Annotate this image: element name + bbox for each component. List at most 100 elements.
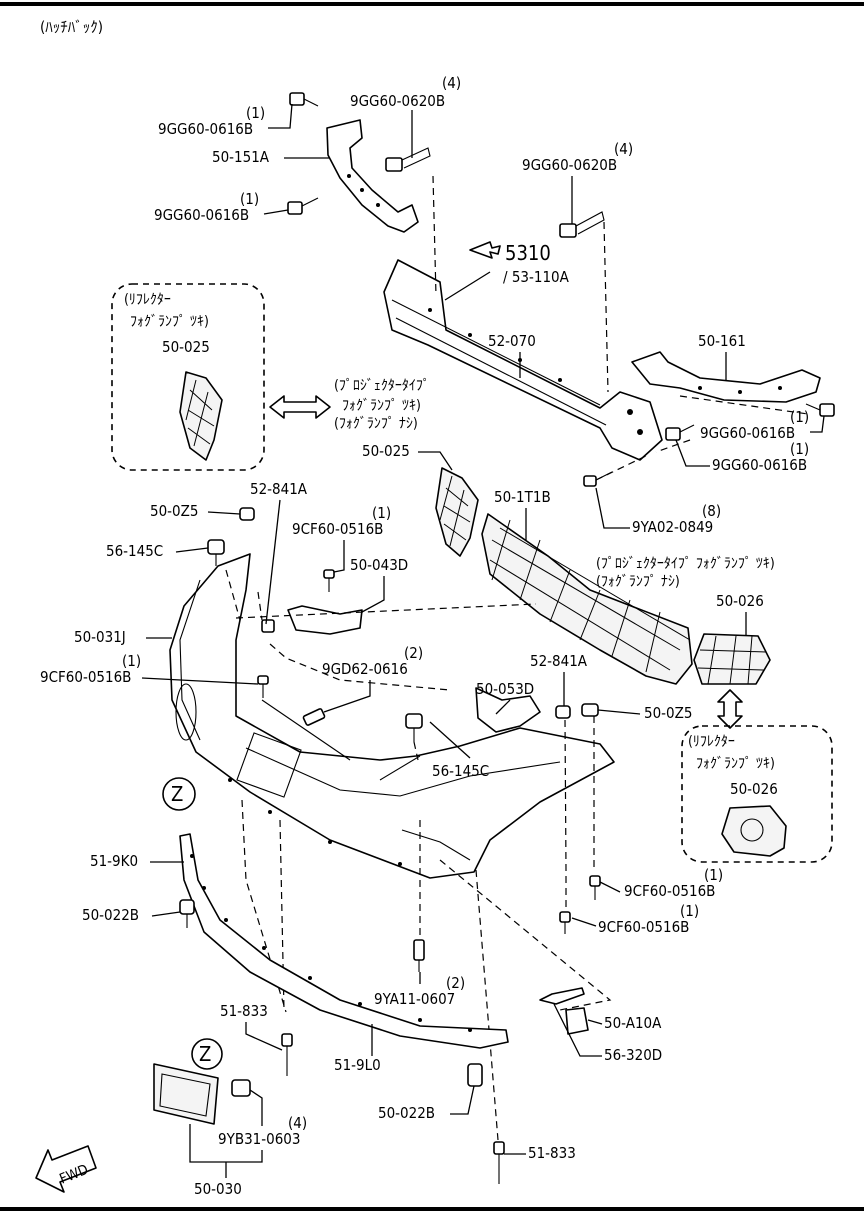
reflector-box-right <box>681 725 833 863</box>
fog-cover-projector-left <box>435 467 479 557</box>
callout-cover-right: 50-026 <box>716 592 764 610</box>
callout-qty: (1) <box>372 504 391 522</box>
callout-part: 9CF60-0516B <box>40 668 131 686</box>
callout-bracket-053d: 50-053D <box>476 680 534 698</box>
callout-clip-022b-left: 50-022B <box>82 906 139 924</box>
callout-part: 9GG60-0616B <box>154 206 249 224</box>
license-plate-holder <box>153 1063 219 1125</box>
clip-icon <box>179 899 195 928</box>
callout-strip-9k0: 51-9K0 <box>90 852 138 870</box>
callout-part: 9GG60-0620B <box>350 92 445 110</box>
clip-icon <box>467 1063 483 1087</box>
clip-icon <box>207 539 225 566</box>
bolt-icon <box>289 92 319 107</box>
callout-qty: (2) <box>446 974 465 992</box>
callout-clip-145c-top: 56-145C <box>106 542 163 560</box>
callout-part: 9CF60-0516B <box>292 520 383 538</box>
callout-qty: (4) <box>614 140 633 158</box>
screw-icon <box>257 675 269 698</box>
callout-qty: (1) <box>790 408 809 426</box>
callout-bumper: 50-031J <box>74 628 126 646</box>
screw-icon <box>413 939 425 972</box>
callout-part: 9YA02-0849 <box>632 518 713 536</box>
callout-cover-left: 50-025 <box>362 442 410 460</box>
bolt-icon <box>559 211 605 238</box>
callout-bracket-043d: 50-043D <box>350 556 408 574</box>
fog-lamp-reflector-right <box>721 805 787 857</box>
callout-qty: (1) <box>240 190 259 208</box>
screw-icon <box>589 875 601 900</box>
callout-clip-841a-mid: 52-841A <box>530 652 588 670</box>
callout-qty: (1) <box>122 652 141 670</box>
callout-nut-a10a: 50-A10A <box>604 1014 662 1032</box>
cable-icon <box>539 987 585 1005</box>
clip-icon <box>261 619 275 633</box>
nut-icon <box>565 1007 589 1035</box>
bolt-icon <box>665 424 695 441</box>
variant-projector-2: ﾌｫｸﾞﾗﾝﾌﾟ ﾂｷ) <box>342 398 421 414</box>
callout-qty: (4) <box>288 1114 307 1132</box>
bracket-043d <box>287 605 363 635</box>
clip-icon <box>581 703 599 717</box>
clip-icon <box>405 713 423 742</box>
double-arrow-icon <box>269 395 331 419</box>
callout-part: 9YB31-0603 <box>218 1130 300 1148</box>
callout-part: 9GG60-0616B <box>712 456 807 474</box>
callout-bracket-left: 50-151A <box>212 148 270 166</box>
callout-qty: (1) <box>680 902 699 920</box>
callout-part: 9GG60-0620B <box>522 156 617 174</box>
variant-projector-right-2: (ﾌｫｸﾞﾗﾝﾌﾟ ﾅｼ) <box>596 574 680 590</box>
callout-qty: (1) <box>246 104 265 122</box>
screw-icon <box>323 569 335 592</box>
bolt-icon <box>385 147 431 172</box>
callout-part: 9CF60-0516B <box>624 882 715 900</box>
callout-reinforcement: 52-070 <box>488 332 536 350</box>
callout-qty: (4) <box>442 74 461 92</box>
callout-qty: (8) <box>702 502 721 520</box>
fwd-arrow-icon <box>35 1145 97 1193</box>
z-marker-label: Z <box>199 1042 211 1066</box>
callout-clip-022b-bottom: 50-022B <box>378 1104 435 1122</box>
callout-bracket-right: 50-161 <box>698 332 746 350</box>
bumper-reinforcement <box>383 259 663 461</box>
bolt-icon <box>302 708 326 726</box>
variant-reflector-right-1: (ﾘﾌﾚｸﾀｰ <box>688 734 735 750</box>
callout-clip-0z5-mid: 50-0Z5 <box>644 704 692 722</box>
bracket-right <box>631 351 821 403</box>
variant-reflector-left-1: (ﾘﾌﾚｸﾀｰ <box>124 292 171 308</box>
screw-bag-icon <box>231 1079 251 1097</box>
callout-clip-0z5-top: 50-0Z5 <box>150 502 198 520</box>
box-left-part: 50-025 <box>162 338 210 356</box>
callout-clip-841a-top: 52-841A <box>250 480 308 498</box>
callout-part: 9YA11-0607 <box>374 990 455 1008</box>
box-right-part: 50-026 <box>730 780 778 798</box>
ref-sub: / 53-110A <box>503 268 570 286</box>
bolt-icon <box>287 197 319 215</box>
callout-plate-holder: 50-030 <box>194 1180 242 1198</box>
page-title: (ﾊｯﾁﾊﾞｯｸ) <box>40 18 103 36</box>
pin-icon <box>281 1033 293 1076</box>
callout-pin-833-bottom: 51-833 <box>528 1144 576 1162</box>
bolt-icon <box>805 403 835 417</box>
clip-icon <box>555 705 571 719</box>
variant-reflector-right-2: ﾌｫｸﾞﾗﾝﾌﾟ ﾂｷ) <box>696 756 775 772</box>
callout-pin-833-left: 51-833 <box>220 1002 268 1020</box>
reflector-box-left <box>111 283 265 471</box>
callout-clip-145c-mid: 56-145C <box>432 762 489 780</box>
variant-projector-right-1: (ﾌﾟﾛｼﾞｪｸﾀｰﾀｲﾌﾟ ﾌｫｸﾞﾗﾝﾌﾟ ﾂｷ) <box>596 556 775 572</box>
callout-part: 9CF60-0516B <box>598 918 689 936</box>
variant-reflector-left-2: ﾌｫｸﾞﾗﾝﾌﾟ ﾂｷ) <box>130 314 209 330</box>
z-marker-label: Z <box>171 782 183 806</box>
callout-part: 9GG60-0616B <box>158 120 253 138</box>
callout-part: 9GD62-0616 <box>322 660 408 678</box>
bracket-053d <box>475 687 541 733</box>
bracket-left <box>326 119 419 233</box>
front-bumper-fascia <box>169 553 615 879</box>
fog-cover-right <box>693 633 771 685</box>
callout-cable-320d: 56-320D <box>604 1046 662 1064</box>
callout-grille: 50-1T1B <box>494 488 551 506</box>
callout-qty: (2) <box>404 644 423 662</box>
callout-strip-9l0: 51-9L0 <box>334 1056 381 1074</box>
screw-icon <box>559 911 571 934</box>
